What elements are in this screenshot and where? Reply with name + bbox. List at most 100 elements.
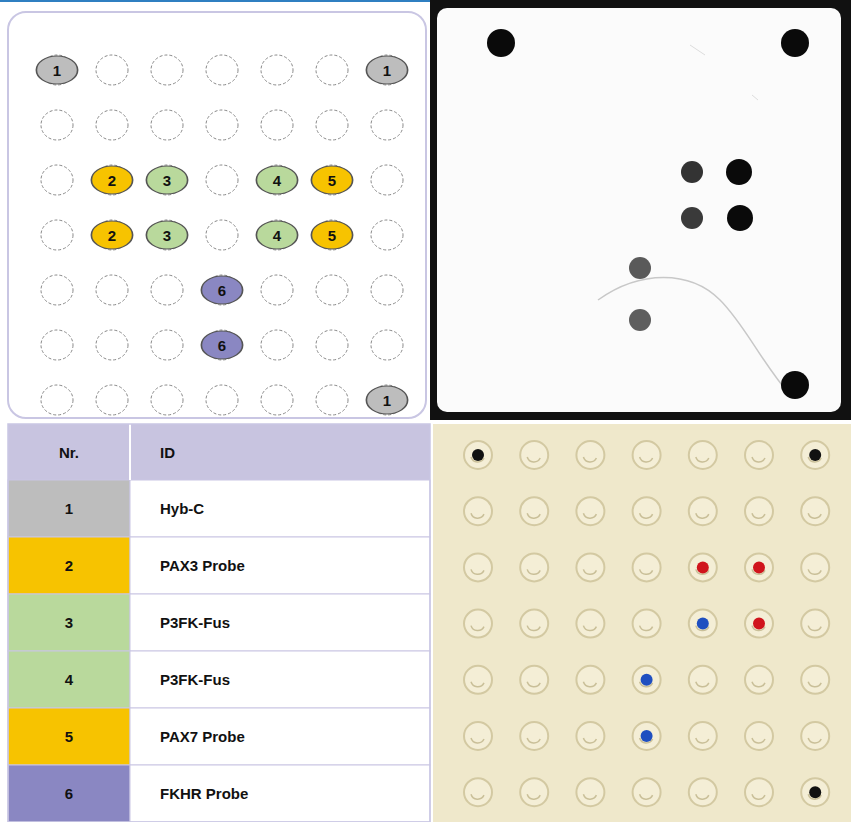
array-well-rim (583, 513, 596, 518)
numbered-spot: 6 (200, 330, 244, 360)
array-well-rim (640, 513, 653, 518)
array-well (801, 610, 829, 638)
empty-spot (261, 55, 293, 85)
spot-number: 4 (255, 165, 299, 195)
table-number: 6 (65, 785, 73, 802)
empty-spot (206, 220, 238, 250)
table-header (8, 424, 430, 480)
empty-spot (151, 275, 183, 305)
array-well-rim (696, 794, 709, 799)
array-well (689, 610, 717, 638)
array-well-rim (808, 682, 821, 687)
empty-spot (151, 55, 183, 85)
numbered-spot: 2 (90, 220, 134, 250)
spot-number: 3 (145, 220, 189, 250)
array-well-rim (640, 457, 653, 462)
empty-spot (96, 385, 128, 415)
numbered-spot: 4 (255, 220, 299, 250)
layout-panel (8, 12, 426, 418)
array-well (801, 497, 829, 525)
empty-spot (151, 110, 183, 140)
table-id: P3FK-Fus (160, 614, 230, 631)
array-well-rim (752, 513, 765, 518)
numbered-spot: 1 (365, 55, 409, 85)
array-well-rim (471, 626, 484, 631)
table-number: 5 (65, 728, 73, 745)
array-well-rim (640, 794, 653, 799)
scan-spot (681, 161, 703, 183)
array-well (520, 610, 548, 638)
array-well (520, 666, 548, 694)
table-number: 2 (65, 557, 73, 574)
array-well-rim (752, 794, 765, 799)
array-well-rim (640, 626, 653, 631)
array-well (689, 553, 717, 581)
array-well (576, 722, 604, 750)
array-well-rim (808, 626, 821, 631)
table-header-text: ID (160, 444, 175, 461)
table-color-cell (8, 537, 130, 594)
empty-spot (96, 110, 128, 140)
table-cell (130, 480, 430, 537)
array-signal (809, 449, 821, 461)
array-well (576, 666, 604, 694)
array-well-rim (808, 569, 821, 574)
array-signal (809, 786, 821, 798)
array-well (464, 666, 492, 694)
array-well-rim (527, 738, 540, 743)
array-well (801, 666, 829, 694)
array-well (576, 553, 604, 581)
array-well (520, 553, 548, 581)
array-signal (472, 449, 484, 461)
scan-spot (781, 29, 809, 57)
array-well-rim (583, 794, 596, 799)
array-well-rim (808, 513, 821, 518)
array-well (464, 441, 492, 469)
empty-spot (41, 220, 73, 250)
array-well (633, 610, 661, 638)
array-well (745, 441, 773, 469)
array-well (689, 778, 717, 806)
array-well-rim (471, 738, 484, 743)
array-well-rim (527, 682, 540, 687)
empty-spot (206, 385, 238, 415)
scan-spot (781, 371, 809, 399)
array-well-rim (808, 738, 821, 743)
array-well (801, 441, 829, 469)
array-well-rim (471, 569, 484, 574)
empty-spot (41, 275, 73, 305)
array-well (633, 666, 661, 694)
array-well-rim (527, 457, 540, 462)
empty-spot (316, 110, 348, 140)
spot-number: 1 (35, 55, 79, 85)
array-well-rim (583, 457, 596, 462)
empty-spot (316, 330, 348, 360)
scan-spot (487, 29, 515, 57)
array-signal (753, 561, 765, 573)
array-well (576, 778, 604, 806)
array-signal (753, 618, 765, 630)
scan-spot (681, 207, 703, 229)
array-well (745, 610, 773, 638)
table-id: PAX7 Probe (160, 728, 245, 745)
numbered-spot: 5 (310, 165, 354, 195)
empty-spot (316, 275, 348, 305)
array-well-rim (696, 738, 709, 743)
array-well-rim (527, 513, 540, 518)
empty-spot (151, 385, 183, 415)
array-signal (697, 561, 709, 573)
array-well (520, 778, 548, 806)
numbered-spot: 2 (90, 165, 134, 195)
numbered-spot: 5 (310, 220, 354, 250)
spot-number: 3 (145, 165, 189, 195)
array-well-rim (696, 457, 709, 462)
table-color-cell (8, 765, 130, 822)
spot-number: 1 (365, 55, 409, 85)
table-color-cell (8, 594, 130, 651)
array-signal (697, 618, 709, 630)
array-well (745, 666, 773, 694)
array-well (745, 553, 773, 581)
table-cell (130, 708, 430, 765)
scan-spot (629, 257, 651, 279)
spot-number: 2 (90, 165, 134, 195)
